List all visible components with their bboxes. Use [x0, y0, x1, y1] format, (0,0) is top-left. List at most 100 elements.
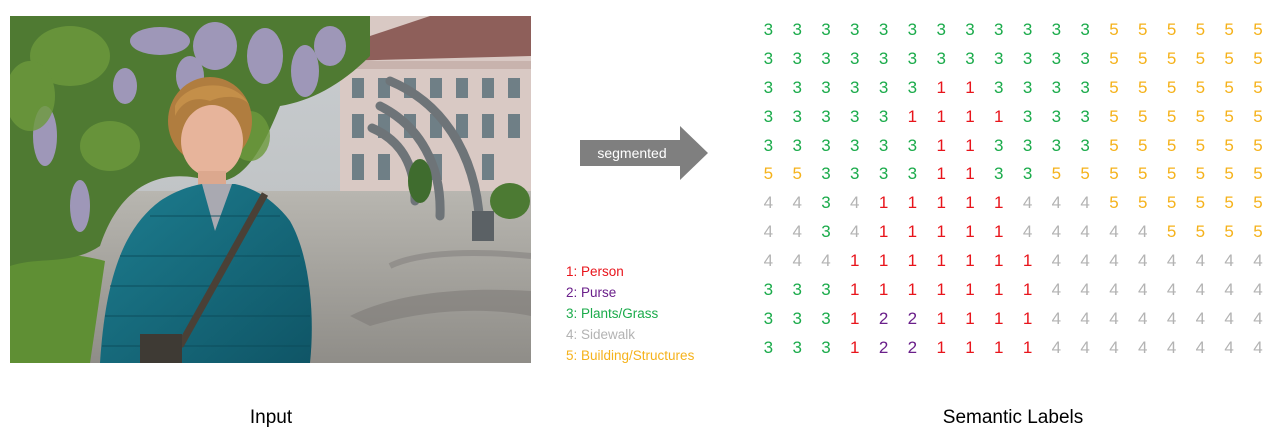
grid-cell: 1 — [965, 193, 975, 213]
grid-cell: 5 — [1195, 164, 1206, 184]
grid-cell: 3 — [1051, 135, 1062, 155]
grid-cell: 4 — [1224, 337, 1234, 357]
semantic-labels-caption: Semantic Labels — [942, 407, 1084, 428]
grid-cell: 4 — [792, 193, 802, 213]
grid-cell: 3 — [907, 164, 918, 184]
grid-cell: 3 — [821, 222, 831, 242]
grid-cell: 1 — [936, 222, 946, 242]
grid-cell: 4 — [1138, 222, 1148, 242]
grid-cell: 4 — [1253, 337, 1263, 357]
grid-cell: 5 — [1166, 106, 1177, 126]
grid-cell: 4 — [1051, 337, 1062, 357]
grid-cell: 3 — [1051, 106, 1062, 126]
grid-cell: 3 — [763, 337, 774, 357]
grid-cell: 1 — [965, 135, 975, 155]
grid-cell: 3 — [792, 20, 802, 39]
arrow-label: segmented — [597, 145, 667, 161]
grid-cell: 4 — [1253, 280, 1263, 300]
grid-cell: 1 — [994, 106, 1004, 126]
grid-cell: 5 — [1138, 48, 1148, 68]
grid-cell: 5 — [1224, 193, 1234, 213]
grid-cell: 5 — [1195, 106, 1206, 126]
grid-cell: 5 — [1109, 77, 1119, 97]
grid-cell: 1 — [850, 251, 860, 271]
grid-cell: 3 — [792, 77, 802, 97]
grid-cell: 1 — [936, 280, 946, 300]
grid-cell: 1 — [1022, 280, 1033, 300]
grid-cell: 3 — [821, 20, 831, 39]
grid-cell: 4 — [1080, 280, 1090, 300]
grid-cell: 3 — [878, 20, 889, 39]
grid-cell: 3 — [850, 106, 860, 126]
grid-cell: 2 — [907, 308, 918, 328]
grid-cell: 5 — [1166, 193, 1177, 213]
grid-cell: 3 — [1022, 20, 1033, 39]
grid-cell: 5 — [1195, 193, 1206, 213]
grid-cell: 4 — [1022, 222, 1033, 242]
grid-cell: 3 — [994, 164, 1004, 184]
grid-cell: 3 — [907, 135, 918, 155]
grid-cell: 3 — [1022, 77, 1033, 97]
grid-cell: 1 — [878, 193, 889, 213]
grid-cell: 5 — [1109, 193, 1119, 213]
grid-cell: 3 — [878, 106, 889, 126]
grid-cell: 5 — [1166, 164, 1177, 184]
grid-cell: 3 — [1080, 20, 1090, 39]
grid-cell: 4 — [1138, 308, 1148, 328]
grid-cell: 3 — [1080, 48, 1090, 68]
grid-cell: 5 — [1166, 48, 1177, 68]
grid-cell: 1 — [965, 106, 975, 126]
grid-cell: 5 — [763, 164, 774, 184]
grid-cell: 4 — [850, 222, 860, 242]
legend-item-1: 1: Person — [566, 264, 624, 279]
grid-cell: 3 — [994, 135, 1004, 155]
grid-cell: 4 — [763, 222, 774, 242]
grid-cell: 3 — [821, 308, 831, 328]
grid-cell: 5 — [1224, 106, 1234, 126]
grid-cell: 4 — [792, 251, 802, 271]
grid-cell: 1 — [907, 106, 918, 126]
grid-cell: 4 — [763, 193, 774, 213]
grid-cell: 1 — [994, 308, 1004, 328]
grid-cell: 4 — [1195, 308, 1206, 328]
grid-cell: 3 — [763, 135, 774, 155]
grid-cell: 1 — [1022, 308, 1033, 328]
grid-cell: 3 — [1022, 106, 1033, 126]
grid-cell: 5 — [1224, 222, 1234, 242]
grid-cell: 5 — [1138, 135, 1148, 155]
grid-cell: 5 — [1138, 193, 1148, 213]
grid-cell: 5 — [1195, 77, 1206, 97]
grid-cell: 3 — [821, 164, 831, 184]
grid-cell: 4 — [1253, 308, 1263, 328]
grid-cell: 1 — [994, 251, 1004, 271]
grid-cell: 5 — [1224, 164, 1234, 184]
grid-cell: 5 — [1109, 164, 1119, 184]
grid-cell: 3 — [763, 20, 774, 39]
grid-cell: 1 — [850, 337, 860, 357]
grid-cell: 1 — [965, 308, 975, 328]
grid-cell: 4 — [1195, 251, 1206, 271]
grid-cell: 4 — [1109, 222, 1119, 242]
grid-cell: 4 — [1195, 337, 1206, 357]
grid-cell: 4 — [1224, 280, 1234, 300]
grid-cell: 5 — [1109, 135, 1119, 155]
grid-cell: 3 — [878, 77, 889, 97]
grid-cell: 4 — [792, 222, 802, 242]
grid-cell: 3 — [792, 308, 802, 328]
grid-cell: 3 — [994, 20, 1004, 39]
grid-cell: 1 — [936, 164, 946, 184]
grid-cell: 4 — [1080, 308, 1090, 328]
grid-cell: 5 — [1109, 106, 1119, 126]
grid-cell: 3 — [1051, 20, 1062, 39]
grid-cell: 3 — [821, 106, 831, 126]
grid-cell: 1 — [936, 251, 946, 271]
grid-cell: 1 — [1022, 251, 1033, 271]
grid-cell: 1 — [850, 280, 860, 300]
grid-cell: 3 — [821, 48, 831, 68]
grid-cell: 4 — [1224, 308, 1234, 328]
grid-cell: 3 — [1080, 77, 1090, 97]
grid-cell: 4 — [1166, 337, 1177, 357]
grid-cell: 3 — [907, 48, 918, 68]
grid-cell: 3 — [850, 20, 860, 39]
grid-cell: 3 — [965, 20, 975, 39]
